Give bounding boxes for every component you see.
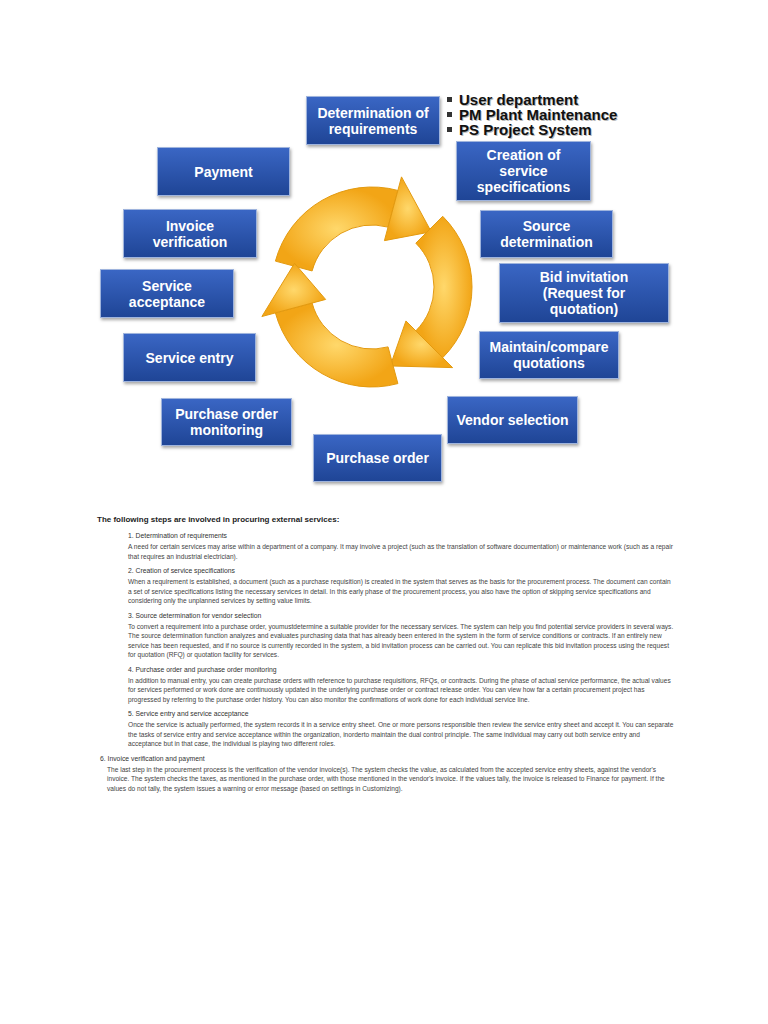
process-box: Purchase order monitoring — [161, 398, 292, 446]
box-label: Determination of requirements — [307, 100, 439, 142]
box-label: Service acceptance — [101, 273, 233, 315]
box-label: Purchase order monitoring — [162, 401, 291, 443]
cycle-arrow-body — [275, 303, 397, 387]
bullet-item: PS Project System — [447, 122, 592, 137]
cycle-arrow-head — [262, 263, 326, 316]
bullet-square — [447, 112, 452, 117]
box-label: Bid invitation (Request for quotation) — [500, 264, 668, 322]
bullet-item: PM Plant Maintenance — [447, 107, 617, 122]
process-box: Maintain/compare quotations — [479, 331, 619, 379]
box-label: Maintain/compare quotations — [480, 334, 618, 376]
step-title: 3. Source determination for vendor selec… — [128, 611, 674, 621]
process-box: Purchase order — [313, 434, 442, 482]
process-box: Service entry — [123, 333, 256, 382]
box-label: Payment — [186, 159, 260, 185]
system-label: PS Project System — [459, 122, 592, 137]
step-text: In addition to manual entry, you can cre… — [128, 676, 674, 705]
step-text: Once the service is actually performed, … — [128, 720, 674, 749]
cycle-arrow-head — [390, 321, 452, 368]
process-box: Determination of requirements — [306, 96, 440, 145]
step-title: 4. Purchase order and purchase order mon… — [128, 665, 674, 675]
box-label: Service entry — [138, 345, 242, 371]
section-heading: The following steps are involved in proc… — [97, 514, 674, 525]
bullet-square — [447, 127, 452, 132]
box-label: Vendor selection — [448, 407, 576, 433]
process-box: Payment — [157, 147, 290, 196]
process-box: Bid invitation (Request for quotation) — [499, 263, 669, 323]
step-title: 2. Creation of service specifications — [128, 566, 674, 576]
system-label: PM Plant Maintenance — [459, 107, 617, 122]
box-label: Invoice verification — [124, 213, 256, 255]
cycle-arrow-body — [275, 187, 397, 271]
step-text: A need for certain services may arise wi… — [128, 542, 674, 561]
process-box: Source determination — [480, 210, 613, 258]
process-box: Invoice verification — [123, 209, 257, 258]
box-label: Purchase order — [318, 445, 437, 471]
step-text: To convert a requirement into a purchase… — [128, 622, 674, 660]
system-label: User department — [459, 92, 578, 107]
box-label: Source determination — [481, 213, 612, 255]
cycle-arrow-body — [416, 216, 472, 357]
step-text: The last step in the procurement process… — [107, 765, 674, 794]
bullet-item: User department — [447, 92, 578, 107]
box-label: Creation of service specifications — [457, 142, 590, 200]
step-title: 6. Invoice verification and payment — [100, 754, 674, 764]
step-title: 5. Service entry and service acceptance — [128, 709, 674, 719]
step-title: 1. Determination of requirements — [128, 531, 674, 541]
process-box: Service acceptance — [100, 269, 234, 318]
process-box: Creation of service specifications — [456, 141, 591, 201]
cycle-arrow-head — [384, 177, 431, 241]
bullet-square — [447, 97, 452, 102]
step-text: When a requirement is established, a doc… — [128, 577, 674, 606]
process-box: Vendor selection — [447, 396, 578, 444]
